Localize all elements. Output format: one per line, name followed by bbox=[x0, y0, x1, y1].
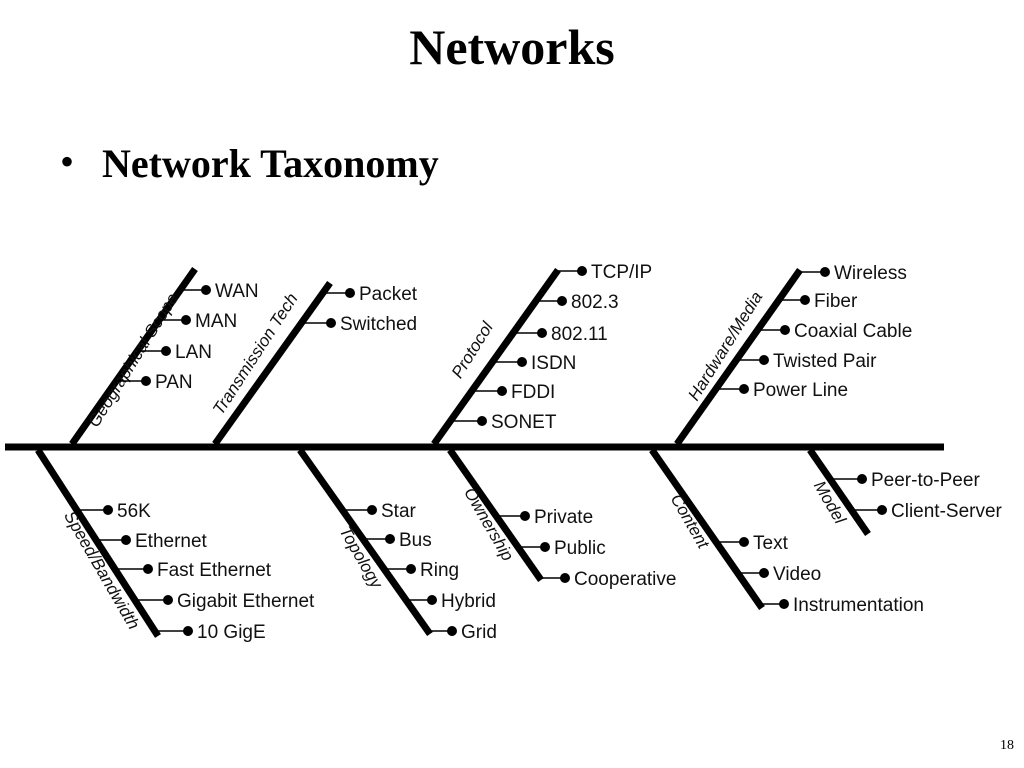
branch-hardware-media bbox=[674, 267, 803, 447]
item-dot-icon bbox=[857, 474, 867, 484]
item-dot-icon bbox=[367, 505, 377, 515]
item-dot-icon bbox=[141, 376, 151, 386]
item-label-model: Client-Server bbox=[891, 501, 1003, 522]
item-label-speed-bandwidth: Ethernet bbox=[135, 531, 208, 552]
item-dot-icon bbox=[326, 318, 336, 328]
category-label-speed-bandwidth: Speed/Bandwidth bbox=[60, 508, 143, 633]
item-label-hardware-media: Fiber bbox=[814, 291, 858, 312]
category-label-protocol: Protocol bbox=[448, 318, 498, 382]
item-label-protocol: ISDN bbox=[531, 353, 576, 374]
item-dot-icon bbox=[780, 325, 790, 335]
item-label-protocol: FDDI bbox=[511, 382, 555, 403]
item-dot-icon bbox=[557, 296, 567, 306]
item-dot-icon bbox=[427, 595, 437, 605]
item-dot-icon bbox=[517, 357, 527, 367]
page-number: 18 bbox=[1000, 738, 1014, 753]
item-label-hardware-media: Twisted Pair bbox=[773, 351, 877, 372]
branch-protocol bbox=[431, 267, 561, 447]
item-label-hardware-media: Wireless bbox=[834, 263, 907, 284]
item-dot-icon bbox=[537, 328, 547, 338]
item-label-geographical-scope: PAN bbox=[155, 372, 193, 393]
item-dot-icon bbox=[406, 564, 416, 574]
category-label-ownership: Ownership bbox=[460, 484, 517, 564]
item-dot-icon bbox=[121, 535, 131, 545]
item-dot-icon bbox=[577, 266, 587, 276]
branch-ownership bbox=[447, 447, 544, 583]
item-dot-icon bbox=[739, 384, 749, 394]
item-label-model: Peer-to-Peer bbox=[871, 470, 980, 491]
item-dot-icon bbox=[103, 505, 113, 515]
item-dot-icon bbox=[143, 564, 153, 574]
item-label-protocol: SONET bbox=[491, 412, 557, 433]
branch-content bbox=[649, 448, 765, 610]
branch-geographical-scope bbox=[69, 266, 198, 447]
item-label-transmission-tech: Packet bbox=[359, 284, 418, 305]
item-label-topology: Grid bbox=[461, 622, 497, 643]
item-label-topology: Ring bbox=[420, 560, 459, 581]
slide-title: Networks bbox=[409, 19, 615, 75]
bullet-heading: Network Taxonomy bbox=[102, 141, 439, 186]
item-dot-icon bbox=[385, 534, 395, 544]
item-dot-icon bbox=[183, 626, 193, 636]
item-label-protocol: 802.3 bbox=[571, 292, 619, 313]
item-dot-icon bbox=[759, 568, 769, 578]
item-dot-icon bbox=[820, 267, 830, 277]
item-label-ownership: Public bbox=[554, 538, 606, 559]
item-dot-icon bbox=[739, 537, 749, 547]
item-label-topology: Bus bbox=[399, 530, 432, 551]
item-dot-icon bbox=[345, 288, 355, 298]
item-dot-icon bbox=[560, 573, 570, 583]
category-label-geographical-scope: Geographical Scope bbox=[84, 290, 182, 431]
item-label-protocol: TCP/IP bbox=[591, 262, 652, 283]
item-dot-icon bbox=[161, 346, 171, 356]
item-label-protocol: 802.11 bbox=[551, 324, 608, 345]
item-label-speed-bandwidth: Gigabit Ethernet bbox=[177, 591, 315, 612]
item-label-content: Video bbox=[773, 564, 821, 585]
item-label-speed-bandwidth: 10 GigE bbox=[197, 622, 266, 643]
item-dot-icon bbox=[477, 416, 487, 426]
item-label-content: Instrumentation bbox=[793, 595, 924, 616]
item-dot-icon bbox=[181, 315, 191, 325]
item-label-geographical-scope: MAN bbox=[195, 311, 237, 332]
item-label-ownership: Cooperative bbox=[574, 569, 676, 590]
item-label-speed-bandwidth: Fast Ethernet bbox=[157, 560, 272, 581]
item-label-hardware-media: Coaxial Cable bbox=[794, 321, 912, 342]
branch-model bbox=[807, 448, 871, 536]
item-dot-icon bbox=[201, 285, 211, 295]
item-label-ownership: Private bbox=[534, 507, 593, 528]
item-dot-icon bbox=[447, 626, 457, 636]
item-dot-icon bbox=[163, 595, 173, 605]
item-label-geographical-scope: WAN bbox=[215, 281, 259, 302]
branch-topology bbox=[297, 447, 433, 637]
item-label-hardware-media: Power Line bbox=[753, 380, 848, 401]
item-dot-icon bbox=[497, 386, 507, 396]
item-dot-icon bbox=[800, 295, 810, 305]
item-dot-icon bbox=[779, 599, 789, 609]
item-label-topology: Star bbox=[381, 501, 417, 522]
branch-transmission-tech bbox=[212, 280, 333, 447]
item-dot-icon bbox=[877, 505, 887, 515]
item-dot-icon bbox=[540, 542, 550, 552]
branch-speed-bandwidth bbox=[35, 448, 161, 638]
item-dot-icon bbox=[759, 355, 769, 365]
category-label-transmission-tech: Transmission Tech bbox=[209, 290, 302, 418]
item-label-speed-bandwidth: 56K bbox=[117, 501, 151, 522]
item-label-geographical-scope: LAN bbox=[175, 342, 212, 363]
item-label-content: Text bbox=[753, 533, 789, 554]
item-label-topology: Hybrid bbox=[441, 591, 496, 612]
item-label-transmission-tech: Switched bbox=[340, 314, 417, 335]
item-dot-icon bbox=[520, 511, 530, 521]
bullet-dot-icon: • bbox=[60, 139, 75, 184]
